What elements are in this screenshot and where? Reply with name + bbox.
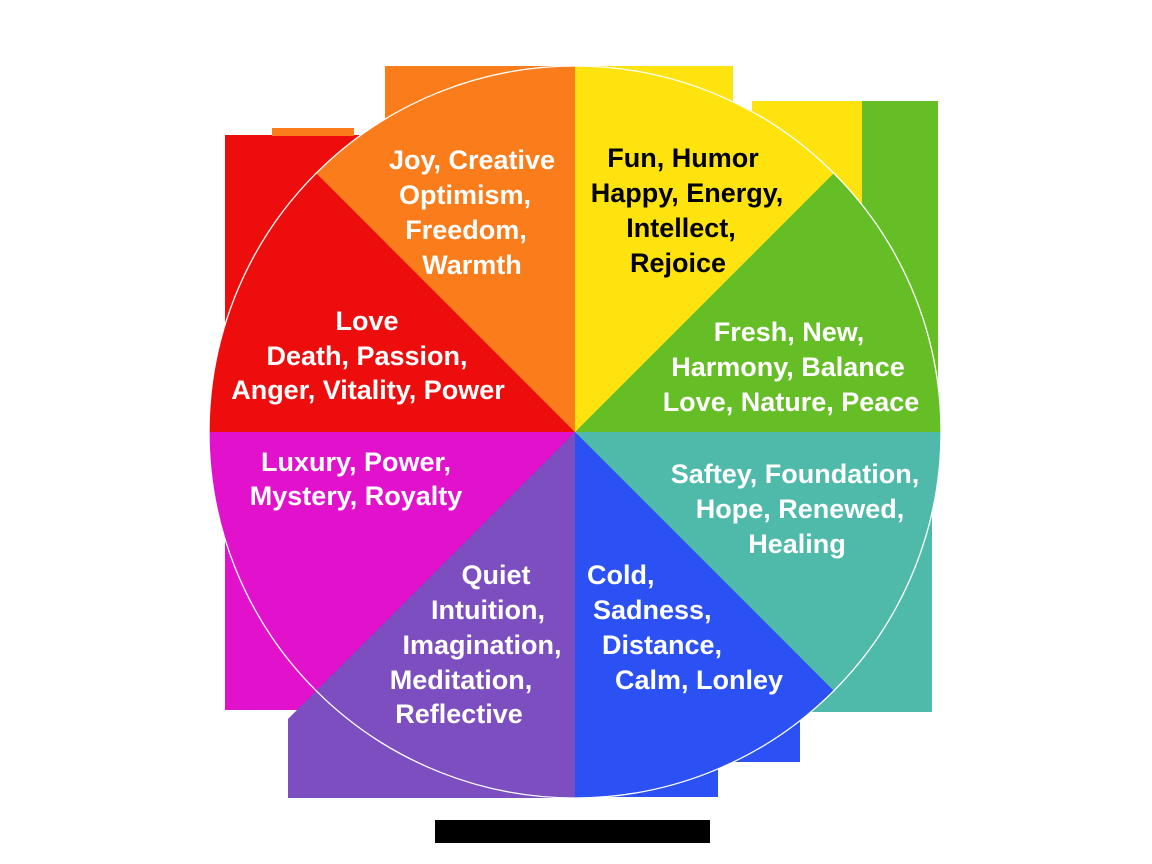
- wedge-yellow: [575, 66, 834, 432]
- label-line-orange-1: Optimism,: [398, 180, 532, 210]
- label-line-teal-2: Healing: [748, 529, 846, 559]
- label-line-red-2: Anger, Vitality, Power: [231, 375, 505, 405]
- wedge-red: [209, 173, 575, 432]
- label-line-green-0: Fresh, New,: [713, 317, 865, 347]
- label-line-purple-3: Meditation,: [389, 665, 533, 695]
- label-line-green-1: Harmony, Balance: [671, 352, 905, 382]
- label-line-blue-0: Cold,: [587, 560, 655, 590]
- label-line-yellow-0: Fun, Humor: [607, 143, 759, 173]
- label-line-red-0: Love: [335, 306, 399, 336]
- label-line-teal-1: Hope, Renewed,: [695, 494, 905, 524]
- label-line-purple-4: Reflective: [395, 699, 523, 729]
- label-line-purple-0: Quiet: [461, 560, 531, 590]
- label-line-yellow-1: Happy, Energy,: [590, 178, 784, 208]
- label-line-purple-1: Intuition,: [431, 595, 545, 625]
- label-line-blue-1: Sadness,: [593, 595, 712, 625]
- label-line-magenta-1: Mystery, Royalty: [249, 481, 463, 511]
- wedge-orange: [316, 66, 575, 432]
- label-line-blue-2: Distance,: [602, 630, 723, 660]
- wheel-wedges: [209, 66, 941, 798]
- label-line-yellow-2: Intellect,: [626, 213, 736, 243]
- label-line-teal-0: Saftey, Foundation,: [670, 459, 920, 489]
- label-line-blue-3: Calm, Lonley: [615, 665, 784, 695]
- wedge-blue: [575, 432, 834, 798]
- label-line-red-1: Death, Passion,: [266, 341, 468, 371]
- corner-block-orange: [272, 128, 354, 136]
- label-line-green-2: Love, Nature, Peace: [662, 387, 920, 417]
- label-line-magenta-0: Luxury, Power,: [260, 447, 452, 477]
- wedge-teal: [575, 432, 941, 691]
- redacted-caption-bar: [435, 820, 710, 843]
- label-line-orange-2: Freedom,: [405, 215, 527, 245]
- label-line-yellow-3: Rejoice: [629, 248, 727, 278]
- label-line-purple-2: Imagination,: [402, 630, 562, 660]
- wedge-magenta: [209, 432, 575, 691]
- label-line-orange-0: Joy, Creative: [388, 145, 556, 175]
- label-line-orange-3: Warmth: [422, 250, 522, 280]
- wedge-green: [575, 173, 941, 432]
- wedge-purple: [316, 432, 575, 798]
- circle-outline: [208, 65, 942, 799]
